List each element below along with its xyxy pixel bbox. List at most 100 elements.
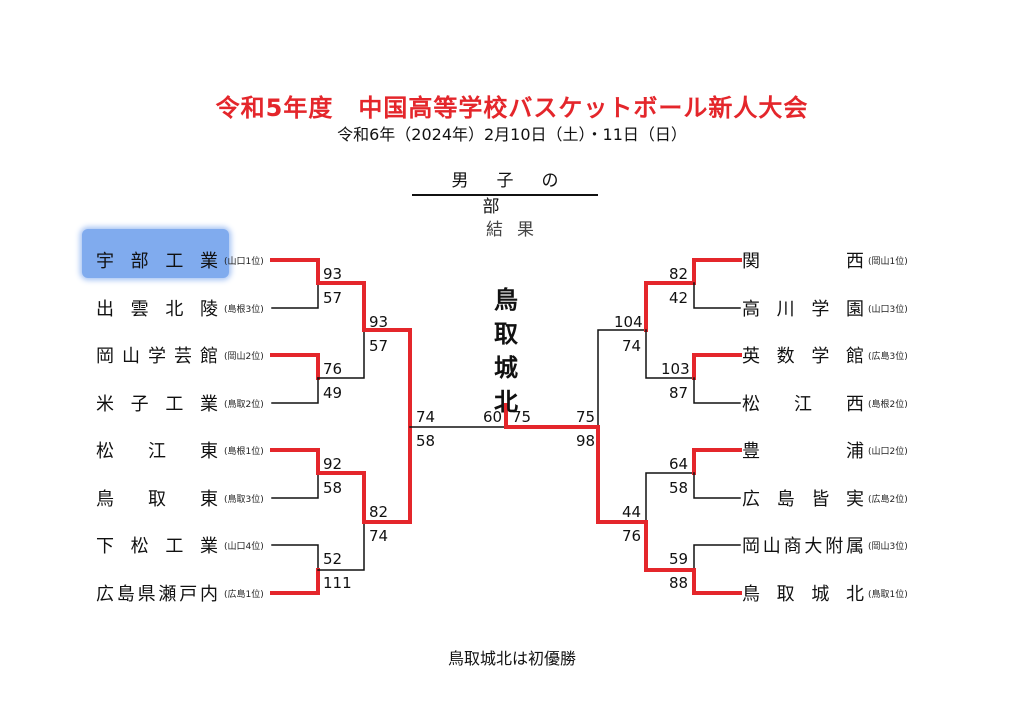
team-name: 広島県瀬戸内 — [96, 584, 218, 605]
team-prefecture: (岡山2位) — [224, 351, 264, 362]
score: 58 — [416, 432, 436, 450]
team-right-8: 鳥取城北(鳥取1位) — [742, 581, 908, 605]
champion-name: 鳥取城北 — [494, 286, 518, 416]
score: 57 — [369, 337, 389, 355]
team-prefecture: (山口4位) — [224, 541, 264, 552]
score: 74 — [369, 527, 389, 545]
score: 64 — [669, 455, 689, 473]
team-name: 豊浦 — [742, 441, 864, 462]
score: 57 — [323, 289, 343, 307]
bracket-line — [597, 329, 647, 428]
team-right-1: 関西 (岡山1位) — [742, 248, 908, 272]
bracket-line — [644, 281, 696, 332]
bracket-line — [271, 377, 319, 404]
team-left-4: 米子工業(鳥取2位) — [96, 391, 264, 415]
score: 58 — [669, 479, 689, 497]
bracket-line — [645, 472, 695, 523]
team-left-6: 鳥取東 (鳥取3位) — [96, 486, 264, 510]
bracket-line — [271, 544, 319, 571]
team-prefecture: (広島1位) — [224, 589, 264, 600]
score: 93 — [323, 265, 343, 283]
team-name: 高川学園 — [742, 299, 864, 320]
team-name: 広島皆実 — [742, 489, 864, 510]
bracket-line — [362, 425, 412, 524]
bracket-line — [596, 425, 648, 524]
team-prefecture: (岡山1位) — [868, 256, 908, 267]
score: 93 — [369, 313, 389, 331]
score: 52 — [323, 550, 343, 568]
team-right-4: 松江西(島根2位) — [742, 391, 908, 415]
page-title: 令和5年度 中国高等学校バスケットボール新人大会 — [215, 94, 809, 122]
team-prefecture: (鳥取3位) — [224, 494, 264, 505]
bracket-line — [692, 258, 742, 285]
bracket-line — [270, 353, 320, 380]
bracket-line — [270, 258, 320, 285]
score: 104 — [614, 313, 643, 331]
score: 58 — [323, 479, 343, 497]
bracket-line — [693, 282, 741, 309]
team-name: 岡山学芸館 — [96, 346, 218, 367]
team-prefecture: (岡山3位) — [868, 541, 908, 552]
bracket-line — [317, 521, 365, 571]
team-right-2: 高川学園 (山口3位) — [742, 296, 908, 320]
score: 74 — [622, 337, 642, 355]
team-left-5: 松江東 (島根1位) — [96, 438, 264, 462]
team-left-2: 出雲北陵(島根3位) — [96, 296, 264, 320]
team-prefecture: (島根1位) — [224, 446, 264, 457]
bracket-line — [693, 377, 741, 404]
score: 103 — [661, 360, 690, 378]
team-prefecture: (島根3位) — [224, 304, 264, 315]
team-prefecture: (山口3位) — [868, 304, 908, 315]
team-name: 松江東 — [96, 441, 218, 462]
team-prefecture: (山口2位) — [868, 446, 908, 457]
footer-note: 鳥取城北は初優勝 — [447, 649, 576, 668]
bracket-line — [692, 448, 742, 475]
team-right-7: 岡山商大附属 (岡山3位) — [742, 533, 908, 557]
team-left-3: 岡山学芸館 (岡山2位) — [96, 343, 264, 367]
team-name: 鳥取城北 — [742, 584, 864, 605]
score: 75 — [576, 408, 596, 426]
score: 82 — [369, 503, 389, 521]
bracket-line — [317, 329, 365, 379]
bracket-line — [271, 472, 319, 499]
score: 87 — [669, 384, 689, 402]
bracket-line — [271, 282, 319, 309]
bracket-line — [270, 568, 320, 595]
team-prefecture: (広島2位) — [868, 494, 908, 505]
bracket-line — [645, 329, 695, 379]
team-left-7: 下松工業 (山口4位) — [96, 533, 264, 557]
bracket-line — [692, 353, 742, 380]
event-date: 令和6年（2024年）2月10日（土）・11日（日） — [337, 125, 687, 144]
team-prefecture: (鳥取2位) — [224, 399, 264, 410]
team-name: 松江西 — [742, 394, 864, 415]
bracket-line — [644, 520, 696, 572]
team-prefecture: (山口1位) — [224, 256, 264, 267]
score: 76 — [323, 360, 343, 378]
team-right-6: 広島皆実 (広島2位) — [742, 486, 908, 510]
score: 75 — [512, 408, 532, 426]
team-name: 下松工業 — [96, 536, 218, 557]
team-left-1: 宇部工業 (山口1位) — [96, 248, 264, 272]
score: 111 — [323, 574, 352, 592]
bracket-line — [316, 281, 366, 332]
score: 74 — [416, 408, 436, 426]
team-name: 鳥取東 — [96, 489, 218, 510]
division-heading: 男子の部 — [412, 168, 598, 217]
score: 44 — [622, 503, 642, 521]
team-prefecture: (広島3位) — [868, 351, 908, 362]
score: 82 — [669, 265, 689, 283]
team-right-5: 豊浦 (山口2位) — [742, 438, 908, 462]
bracket-line — [362, 328, 412, 429]
score: 88 — [669, 574, 689, 592]
score: 76 — [622, 527, 642, 545]
team-name: 関西 — [742, 251, 864, 272]
score: 59 — [669, 550, 689, 568]
team-name: 岡山商大附属 — [742, 536, 864, 557]
team-name: 宇部工業 — [96, 251, 218, 272]
selection-highlight — [82, 229, 229, 278]
score: 98 — [576, 432, 596, 450]
score: 42 — [669, 289, 689, 307]
score: 92 — [323, 455, 343, 473]
team-right-3: 英数学館(広島3位) — [742, 343, 908, 367]
